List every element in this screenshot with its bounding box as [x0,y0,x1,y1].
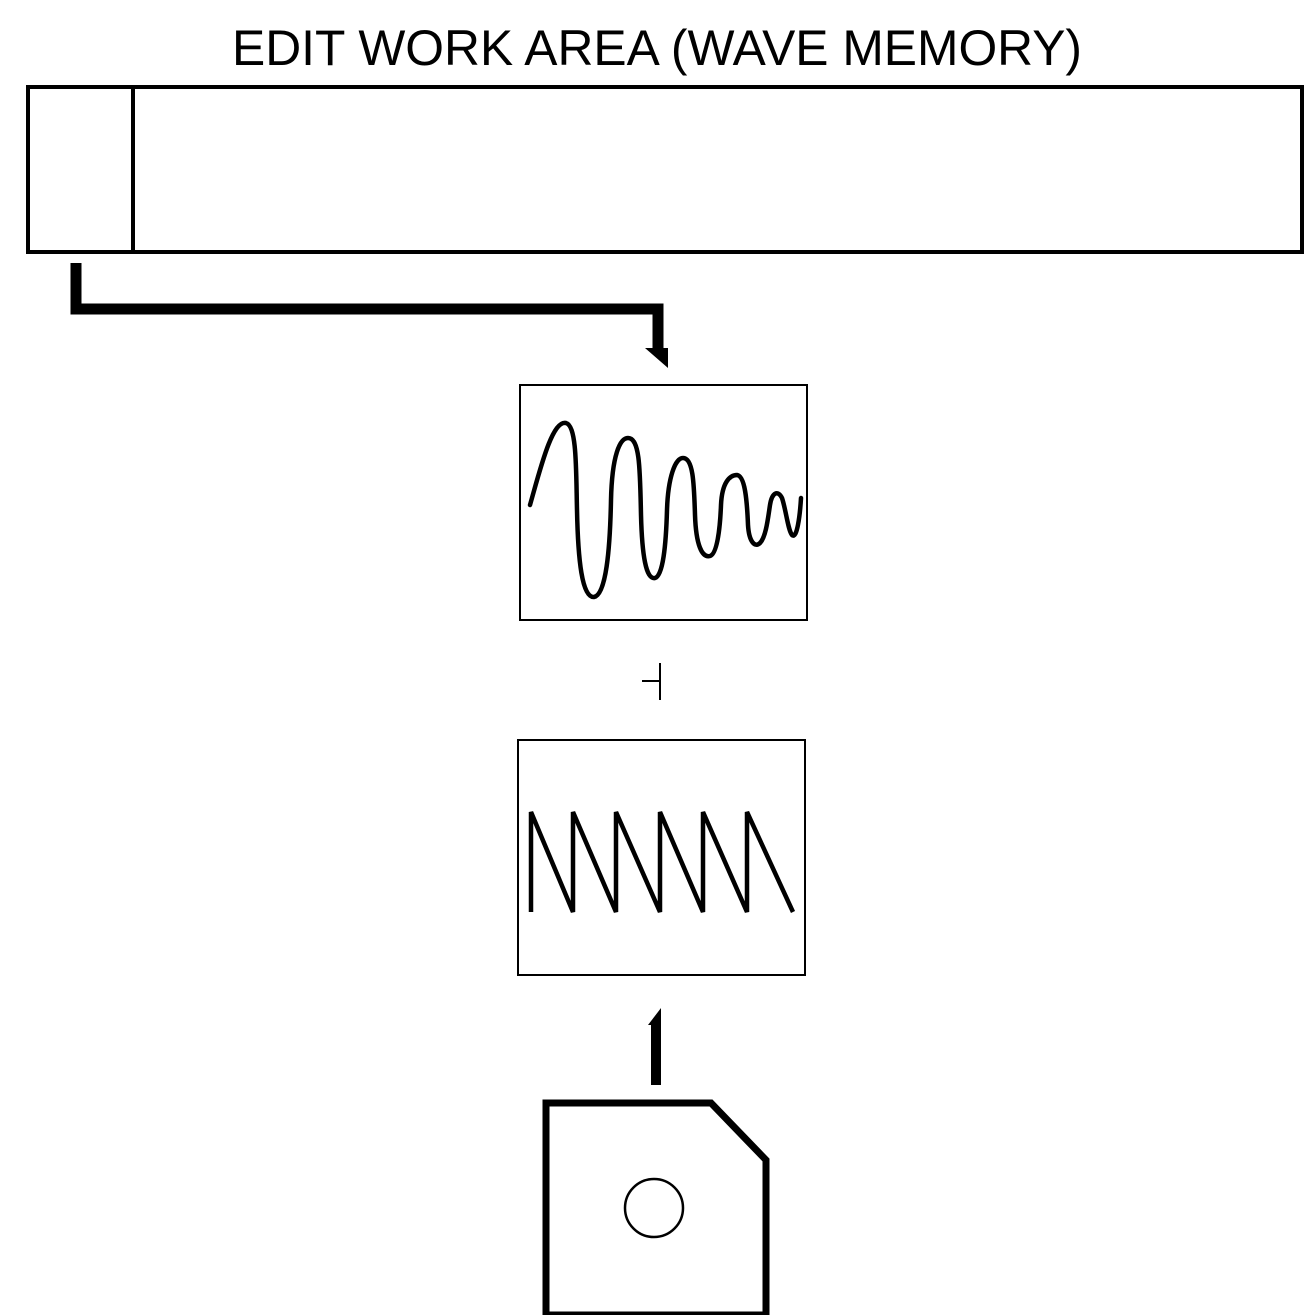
sawtooth-wave-frame [517,739,806,976]
edit-work-area-bar [26,85,1304,254]
disk-arrow-head [648,1008,661,1025]
memory-bar-outline [26,85,1304,254]
sawtooth-wave-icon [528,811,796,913]
complex-wave-frame [519,384,808,621]
disk-hub [623,1177,685,1239]
disk-arrow-shaft [651,1022,661,1085]
connector-line [70,263,664,352]
complex-wave-box [519,384,808,621]
connector-arrowhead [645,348,668,368]
page-title: EDIT WORK AREA (WAVE MEMORY) [232,20,1082,76]
disk-body [542,1099,770,1315]
memory-to-wave-connector [70,263,668,368]
decaying-wave-icon [527,420,804,600]
sawtooth-wave-box [517,739,806,976]
floppy-disk-icon [542,1099,770,1315]
plus-icon [642,663,661,700]
disk-to-wave-arrow [648,1008,661,1085]
